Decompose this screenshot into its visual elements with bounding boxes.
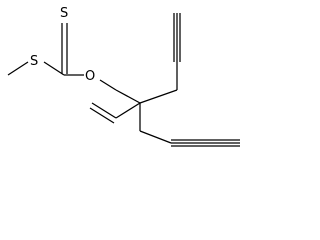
bond-quaternary-upper-ch2 bbox=[139, 89, 178, 104]
bond-quaternary-vinyl bbox=[115, 102, 141, 119]
atom-label-ester-oxygen: O bbox=[85, 69, 95, 84]
bond-sulfur-thiocarbonyl bbox=[43, 61, 65, 76]
bond-methyl-sulfur bbox=[7, 61, 29, 76]
bond-vinyl-double-b bbox=[89, 107, 115, 124]
molecule-structure: S S O bbox=[7, 6, 240, 147]
bond-lower-ch2-alkyne bbox=[139, 130, 172, 144]
atom-label-thione-sulfur: S bbox=[60, 6, 68, 21]
atom-label-thioether-sulfur: S bbox=[30, 54, 38, 69]
bond-vinyl-double-a bbox=[91, 102, 117, 119]
bond-oxygen-methylene bbox=[99, 79, 117, 91]
bond-methylene-quaternary bbox=[115, 89, 141, 104]
